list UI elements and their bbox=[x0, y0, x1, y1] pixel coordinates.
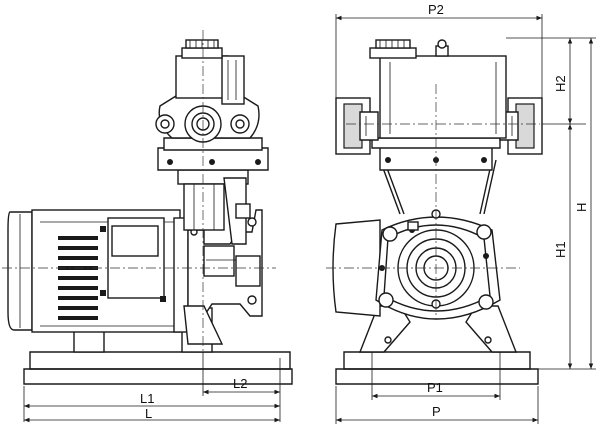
label-h2: H2 bbox=[553, 75, 568, 92]
label-p: P bbox=[432, 404, 441, 419]
dimension-lines bbox=[23, 14, 596, 424]
side-view bbox=[2, 30, 293, 385]
front-view bbox=[326, 39, 543, 385]
dimension-labels: L2 L1 L P1 P P2 H2 H1 H bbox=[140, 2, 589, 421]
side-pressure-switch bbox=[175, 39, 245, 105]
side-valve-head bbox=[155, 95, 269, 171]
front-motor bbox=[332, 209, 501, 320]
label-l: L bbox=[145, 406, 152, 421]
label-p2: P2 bbox=[428, 2, 444, 17]
label-l1: L1 bbox=[140, 391, 154, 406]
label-l2: L2 bbox=[233, 376, 247, 391]
label-h1: H1 bbox=[553, 241, 568, 258]
label-p1: P1 bbox=[427, 380, 443, 395]
side-column bbox=[177, 169, 251, 245]
side-pump-casing bbox=[183, 209, 263, 345]
front-tank bbox=[369, 39, 507, 139]
label-h: H bbox=[574, 203, 589, 212]
front-base bbox=[335, 351, 539, 385]
side-motor bbox=[7, 209, 189, 333]
